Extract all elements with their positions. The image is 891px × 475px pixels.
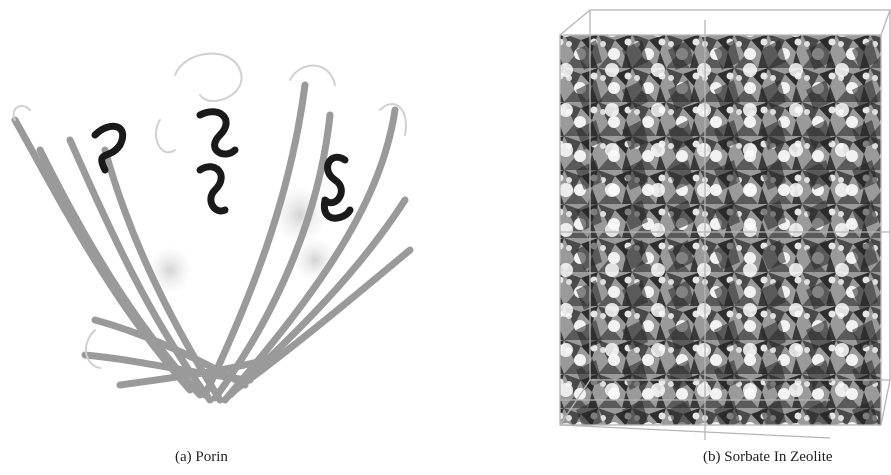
porin-ribbon-image	[0, 0, 440, 440]
caption-label: (a)	[175, 449, 192, 465]
beta-strands	[15, 85, 410, 400]
zeolite-figure	[530, 0, 891, 440]
porin-figure	[0, 0, 440, 440]
caption-text: Sorbate In Zeolite	[724, 449, 832, 465]
zeolite-framework-image	[530, 0, 891, 440]
caption-text: Porin	[195, 449, 228, 465]
caption-a: (a) Porin	[175, 449, 228, 466]
caption-b: (b) Sorbate In Zeolite	[703, 449, 833, 466]
caption-label: (b)	[703, 449, 721, 465]
